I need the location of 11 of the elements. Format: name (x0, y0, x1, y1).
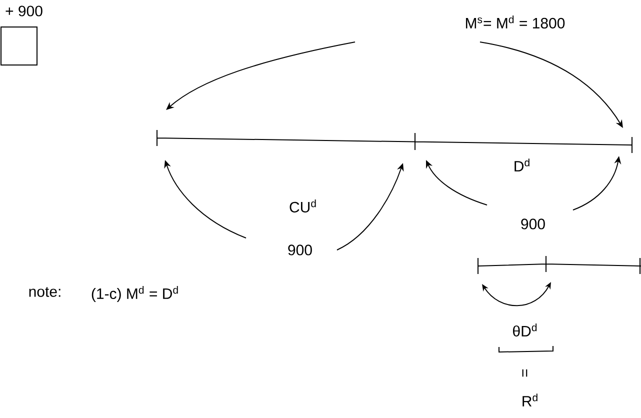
equation-label: R$^{d}$ (522, 394, 538, 406)
note-label: note: (29, 287, 60, 297)
equation-label: (1-c) M$^{d}$ = D$^{d}$ (92, 286, 178, 302)
equation-label: D$^{d}$ (514, 158, 530, 172)
equation-label: θD$^{d}$ (513, 324, 537, 336)
number-label: 900 (288, 244, 312, 256)
equation-label: M$^{s}$= M$^{d}$ = 1800 (466, 16, 565, 28)
empty-box (0, 26, 38, 66)
equation-label: = (522, 369, 528, 377)
equation-label: CU$^{d}$ (290, 200, 316, 212)
number-label: 900 (521, 218, 545, 230)
